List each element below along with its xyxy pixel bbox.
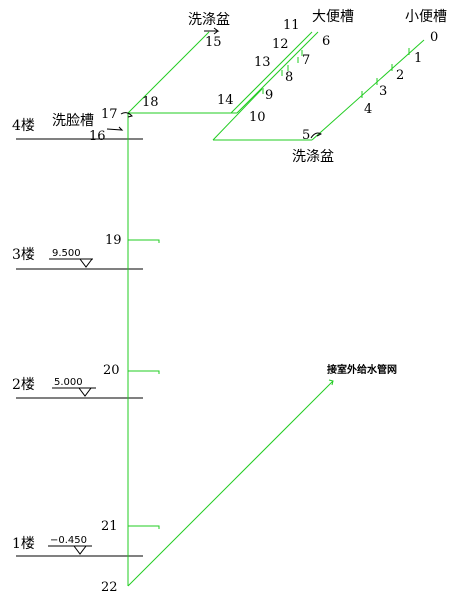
elevation-marker-2 [78,387,92,397]
external-network-label: 接室外给水管网 [327,363,397,376]
node-13: 13 [254,55,271,70]
node-1: 1 [414,51,422,66]
node-19: 19 [105,233,122,248]
fixture-label-sink-bottom: 洗涤盆 [292,149,334,165]
elevation-markers [48,258,96,555]
branch-stub-20 [128,370,160,374]
node-8: 8 [285,70,293,85]
branch-stub-19 [128,239,160,243]
floor-lines [16,138,143,557]
node-21: 21 [101,519,118,534]
faucet-arrow-16 [106,126,124,131]
branch-to-0 [311,39,425,141]
elevation-marker-3 [79,258,93,268]
node-20: 20 [103,363,120,378]
node-10: 10 [249,110,266,125]
faucet-arrow-5 [310,132,322,139]
floor-label-3: 3楼 [12,247,35,263]
node-6: 6 [322,34,330,49]
fixture-label-washbasin-trough: 洗脸槽 [52,113,94,129]
fixture-label-toilet-trough: 大便槽 [312,9,354,25]
fixture-arrows [106,27,322,139]
node-16: 16 [89,129,106,144]
node-0: 0 [430,30,438,45]
node-11: 11 [283,18,300,33]
fixture-label-sink-top: 洗涤盆 [188,12,230,28]
pipe-network [127,31,425,587]
branch-stub-21 [128,525,160,529]
faucet-arrow-17 [120,112,133,118]
floor-label-2: 2楼 [12,377,35,393]
node-3: 3 [379,84,387,99]
faucet-arrow-15 [204,27,220,35]
node-15: 15 [205,35,222,50]
node-14: 14 [217,93,234,108]
node-4: 4 [364,102,372,117]
branch-to-11 [230,31,313,114]
elevation-1: −0.450 [50,535,87,546]
node-2: 2 [396,68,404,83]
floor-label-4: 4楼 [12,118,35,134]
branch-to-10 [212,88,263,141]
floor-label-1: 1楼 [12,536,35,552]
outdoor-supply-pipe [127,380,334,587]
node-7: 7 [302,53,310,68]
node-5: 5 [302,128,310,143]
elevation-2: 5.000 [54,377,83,388]
node-17: 17 [101,107,118,122]
node-22: 22 [101,580,118,595]
node-18: 18 [142,95,159,110]
branch-to-15 [127,31,210,114]
node-12: 12 [272,37,289,52]
fixture-label-urinal-trough: 小便槽 [405,9,447,25]
elevation-3: 9.500 [52,248,81,259]
node-9: 9 [265,88,273,103]
branch-to-6 [236,31,319,114]
outdoor-supply-arrow [328,379,334,386]
elevation-marker-1 [73,545,87,555]
